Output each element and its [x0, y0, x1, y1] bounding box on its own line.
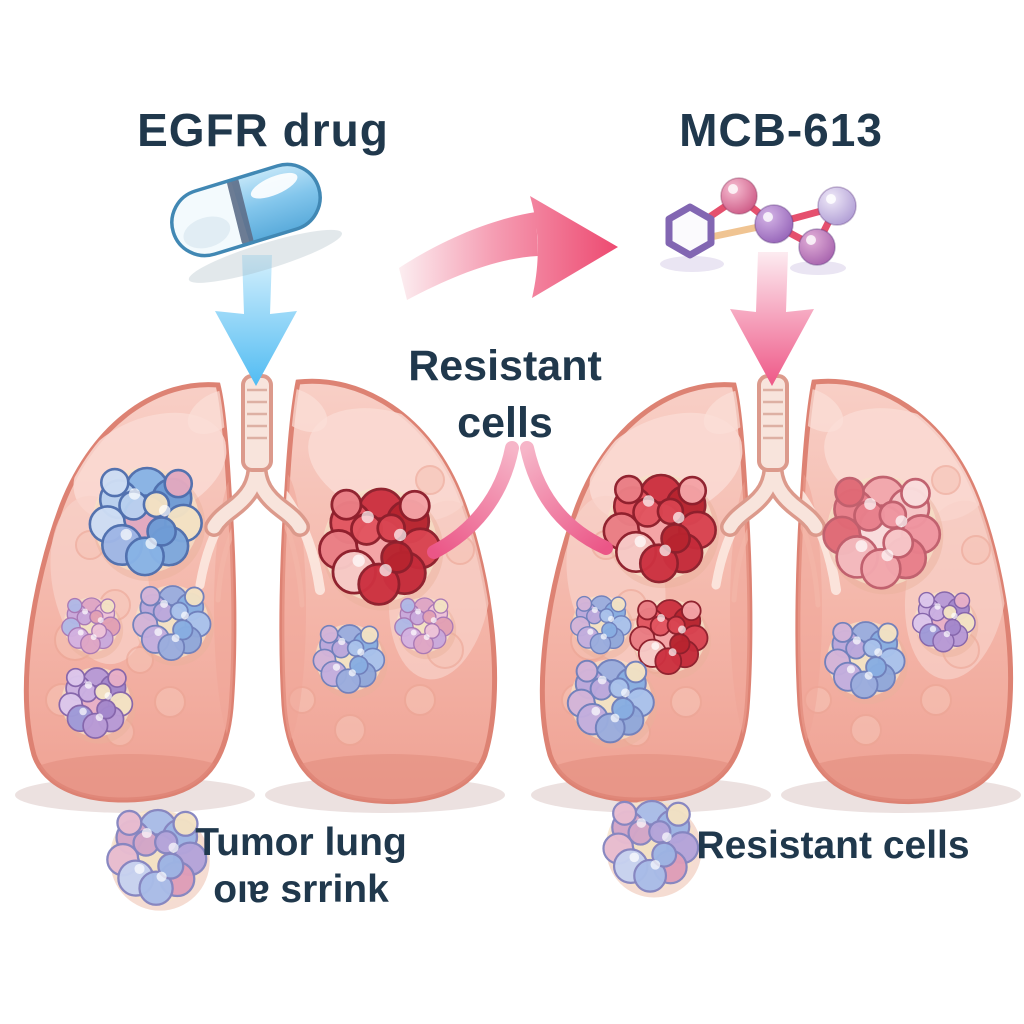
tumor-cluster-icon [570, 595, 635, 660]
callout-curve-left [427, 441, 519, 559]
mcb-613-label: MCB-613 [679, 104, 883, 156]
tumor-cluster-icon [394, 597, 457, 660]
legend-left-line2: oıɐ srrink [213, 867, 389, 911]
transition-arrow-icon [399, 196, 618, 300]
tumor-cluster-icon [58, 667, 136, 744]
tumor-cluster-icon [132, 585, 214, 666]
legend-right-label: Resistant cells [696, 823, 969, 870]
egfr-drug-label: EGFR drug [137, 104, 389, 156]
tumor-cluster-icon [106, 808, 210, 911]
tumor-cluster-icon [602, 473, 720, 589]
tumor-cluster-icon [629, 599, 711, 680]
molecule-icon [660, 177, 857, 275]
legend-left-line1: Tumor lung [195, 821, 407, 864]
tumor-cluster-icon [312, 624, 388, 699]
resistant-cells-line1: Resistant [408, 342, 602, 390]
tumor-cluster-icon [318, 487, 444, 611]
legend-right-line1: Resistant cells [696, 824, 970, 867]
legend-left-label: Tumor lung oıɐ srrink [195, 820, 407, 914]
tumor-cluster-icon [602, 799, 702, 898]
tumor-cluster-icon [88, 466, 206, 582]
resistant-cells-center-label: Resistant cells [408, 338, 602, 452]
blue-down-arrow-icon [215, 255, 297, 386]
tumor-cluster-icon [911, 591, 979, 658]
pill-icon [170, 162, 342, 283]
pink-down-arrow-icon [730, 252, 814, 386]
tumor-cluster-icon [61, 597, 124, 660]
tumor-cluster-icon [824, 621, 908, 704]
resistant-cells-line2: cells [457, 398, 553, 447]
tumor-cluster-icon [822, 475, 944, 595]
callout-curve-right [520, 441, 613, 555]
tumor-cluster-icon [566, 659, 658, 749]
tumor-layer [58, 466, 979, 911]
